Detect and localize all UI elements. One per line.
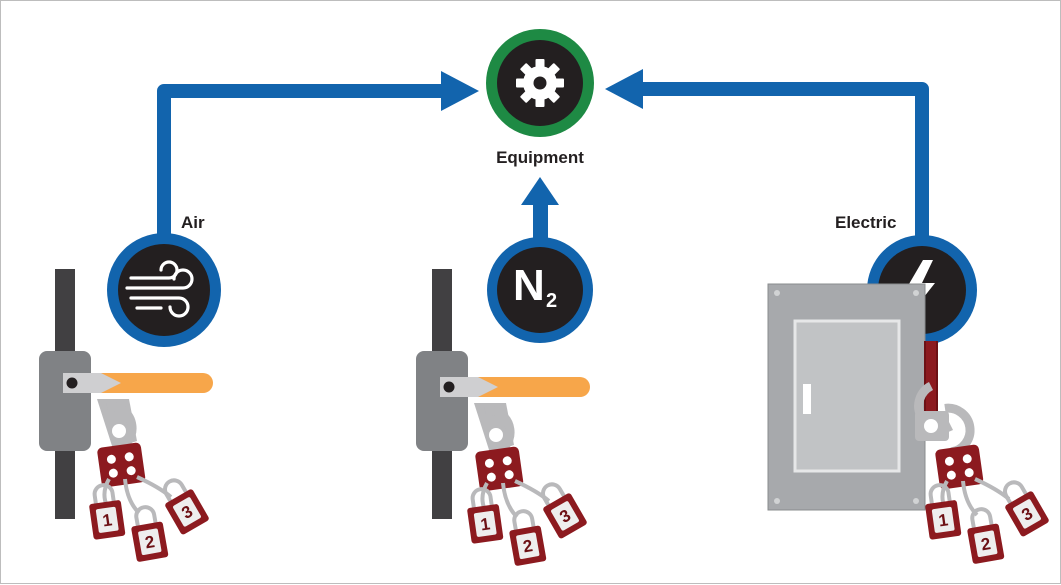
padlock-number-1: 1: [937, 510, 949, 530]
electric-label: Electric: [835, 213, 897, 232]
padlock-number-2: 2: [522, 536, 535, 556]
padlock-icon: 2: [961, 504, 1007, 567]
nitrogen-node: [487, 237, 593, 343]
electric-flow-arrow: [605, 69, 929, 251]
equipment-node: [486, 29, 594, 137]
air-flow-arrow: [157, 71, 479, 251]
padlock-number-1: 1: [479, 514, 491, 534]
padlock-icon: 3: [153, 471, 212, 538]
padlock-icon: 3: [993, 473, 1052, 540]
padlock-number-2: 2: [144, 532, 157, 552]
wind-icon: [125, 260, 194, 318]
gear-icon: [516, 59, 564, 107]
n2-main-letter: N: [513, 261, 545, 310]
breaker-handle: [924, 341, 938, 421]
n2-subscript: 2: [546, 290, 558, 312]
nitrogen-flow-arrow: [521, 177, 559, 247]
equipment-label: Equipment: [496, 148, 584, 167]
air-label: Air: [181, 213, 205, 232]
padlock-number-1: 1: [101, 510, 113, 530]
n2-text-icon: N 2: [509, 261, 573, 319]
breaker-lockout-clamp: [914, 381, 954, 441]
left-ball-valve: [39, 269, 213, 519]
electrical-panel: [767, 283, 926, 511]
left-lockout-hasp: [91, 403, 173, 515]
padlock-number-2: 2: [980, 534, 993, 554]
padlock-icon: 1: [462, 484, 506, 546]
padlock-icon: 1: [920, 480, 964, 542]
air-node: [107, 233, 221, 347]
middle-ball-valve: [416, 269, 590, 519]
padlock-icon: 3: [531, 475, 590, 542]
padlock-icon: 1: [84, 480, 128, 542]
padlock-icon: 2: [503, 506, 549, 569]
padlock-icon: 2: [125, 502, 171, 565]
